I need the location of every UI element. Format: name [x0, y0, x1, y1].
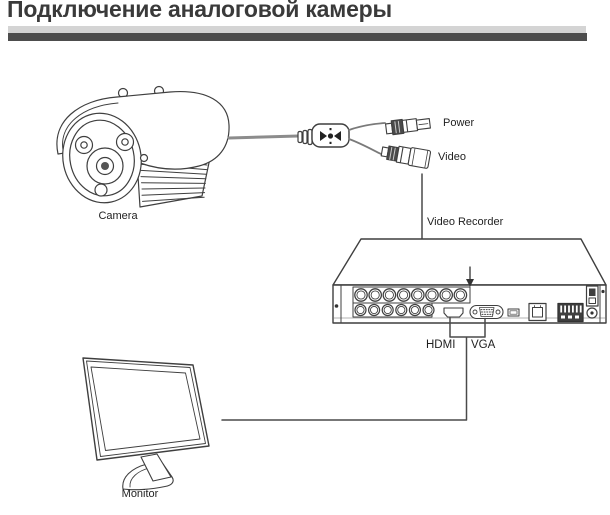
vga-label: VGA: [471, 339, 496, 351]
down-arrow-icon: [466, 266, 474, 287]
hdmi-label: HDMI: [426, 339, 456, 351]
usb-port-icon: [507, 308, 520, 317]
vga-port-icon: [469, 304, 504, 320]
dvr-rear-panel-icon: [332, 238, 607, 324]
title-underline-light: [8, 26, 586, 33]
power-branch-cable: [348, 122, 386, 131]
dc-jack-icon: [586, 307, 598, 319]
camera-label: Camera: [98, 210, 138, 222]
power-switch-icon: [585, 285, 599, 307]
balun-splitter-icon: [297, 123, 350, 148]
terminal-block-icon: [557, 302, 584, 323]
power-label: Power: [443, 117, 475, 129]
title-underline-dark: [8, 33, 587, 41]
monitor-label: Monitor: [121, 488, 159, 500]
camera-cable: [227, 134, 300, 140]
page-title: Подключение аналоговой камеры: [7, 0, 392, 22]
ethernet-port-icon: [528, 302, 547, 322]
monitor-icon: [82, 357, 210, 491]
bnc-video-plug-icon: [380, 145, 432, 169]
video-recorder-label: Video Recorder: [427, 216, 504, 228]
video-label: Video: [438, 151, 466, 163]
hdmi-vga-connection-lines: [221, 316, 486, 421]
dc-power-plug-icon: [385, 118, 431, 136]
video-branch-cable: [348, 138, 382, 155]
hdmi-port-icon: [443, 307, 464, 318]
bullet-camera-icon: [56, 85, 230, 208]
